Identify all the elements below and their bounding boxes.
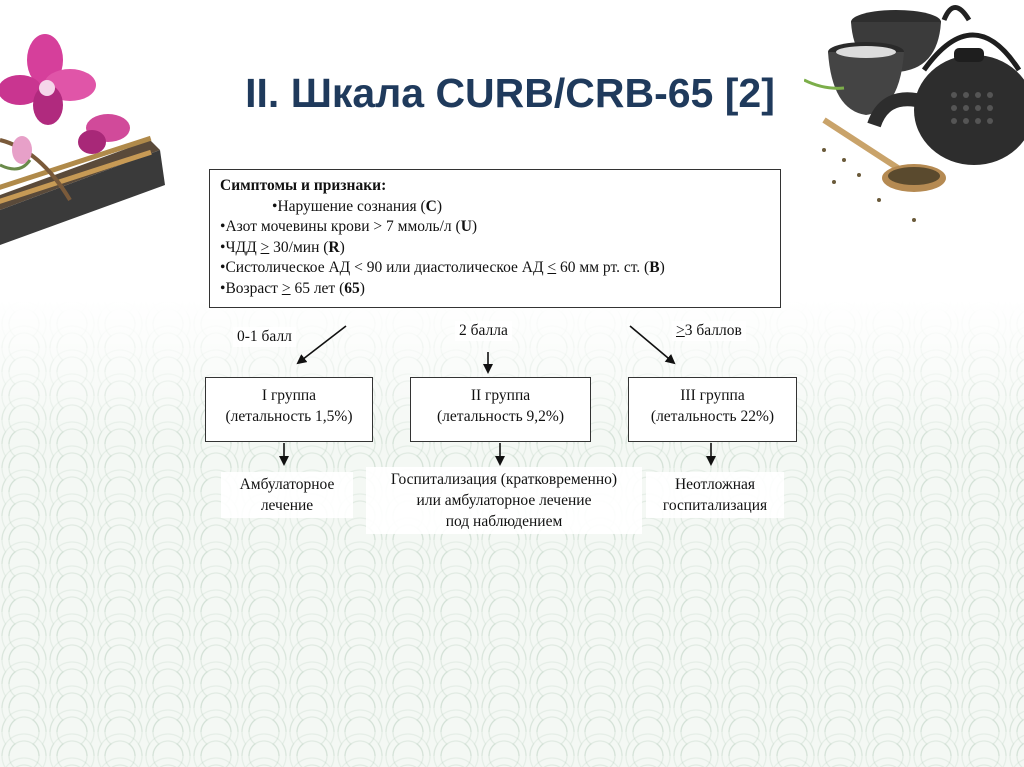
group-name: III группа <box>680 387 745 404</box>
score-label-mid: 2 балла <box>455 321 512 341</box>
symptoms-box: Симптомы и признаки: •Нарушение сознания… <box>209 169 781 308</box>
arrow-to-group-3 <box>629 325 676 365</box>
outcome-group-1: Амбулаторное лечение <box>221 472 353 518</box>
symptom-item: •Нарушение сознания (C) <box>272 197 443 215</box>
symptom-item: •Возраст > 65 лет (65) <box>220 279 365 297</box>
slide-title: II. Шкала CURB/CRB-65 [2] <box>245 70 775 116</box>
group-box-2: II группа (летальность 9,2%) <box>410 377 591 442</box>
symptom-item: •ЧДД > 30/мин (R) <box>220 238 345 256</box>
orchid-icon <box>0 34 165 245</box>
symptoms-header: Симптомы и признаки: <box>220 177 387 194</box>
outcome-group-2: Госпитализация (кратковременно) или амбу… <box>366 467 642 534</box>
teapot-icon <box>804 5 1024 222</box>
symptom-item: •Азот мочевины крови > 7 ммоль/л (U) <box>220 218 478 235</box>
group-mortality: (летальность 22%) <box>650 408 775 425</box>
arrow-to-group-1 <box>296 325 347 365</box>
outcome-group-3: Неотложная госпитализация <box>646 472 784 518</box>
group-box-1: I группа (летальность 1,5%) <box>205 377 373 442</box>
group-box-3: III группа (летальность 22%) <box>628 377 797 442</box>
score-label-high: >3 баллов <box>672 321 746 341</box>
group-name: I группа <box>261 387 317 404</box>
group-mortality: (летальность 9,2%) <box>436 408 565 425</box>
score-label-low: 0-1 балл <box>233 327 296 347</box>
group-name: II группа <box>470 387 531 404</box>
symptom-item: •Систолическое АД < 90 или диастолическо… <box>220 259 665 276</box>
group-mortality: (летальность 1,5%) <box>225 408 353 425</box>
